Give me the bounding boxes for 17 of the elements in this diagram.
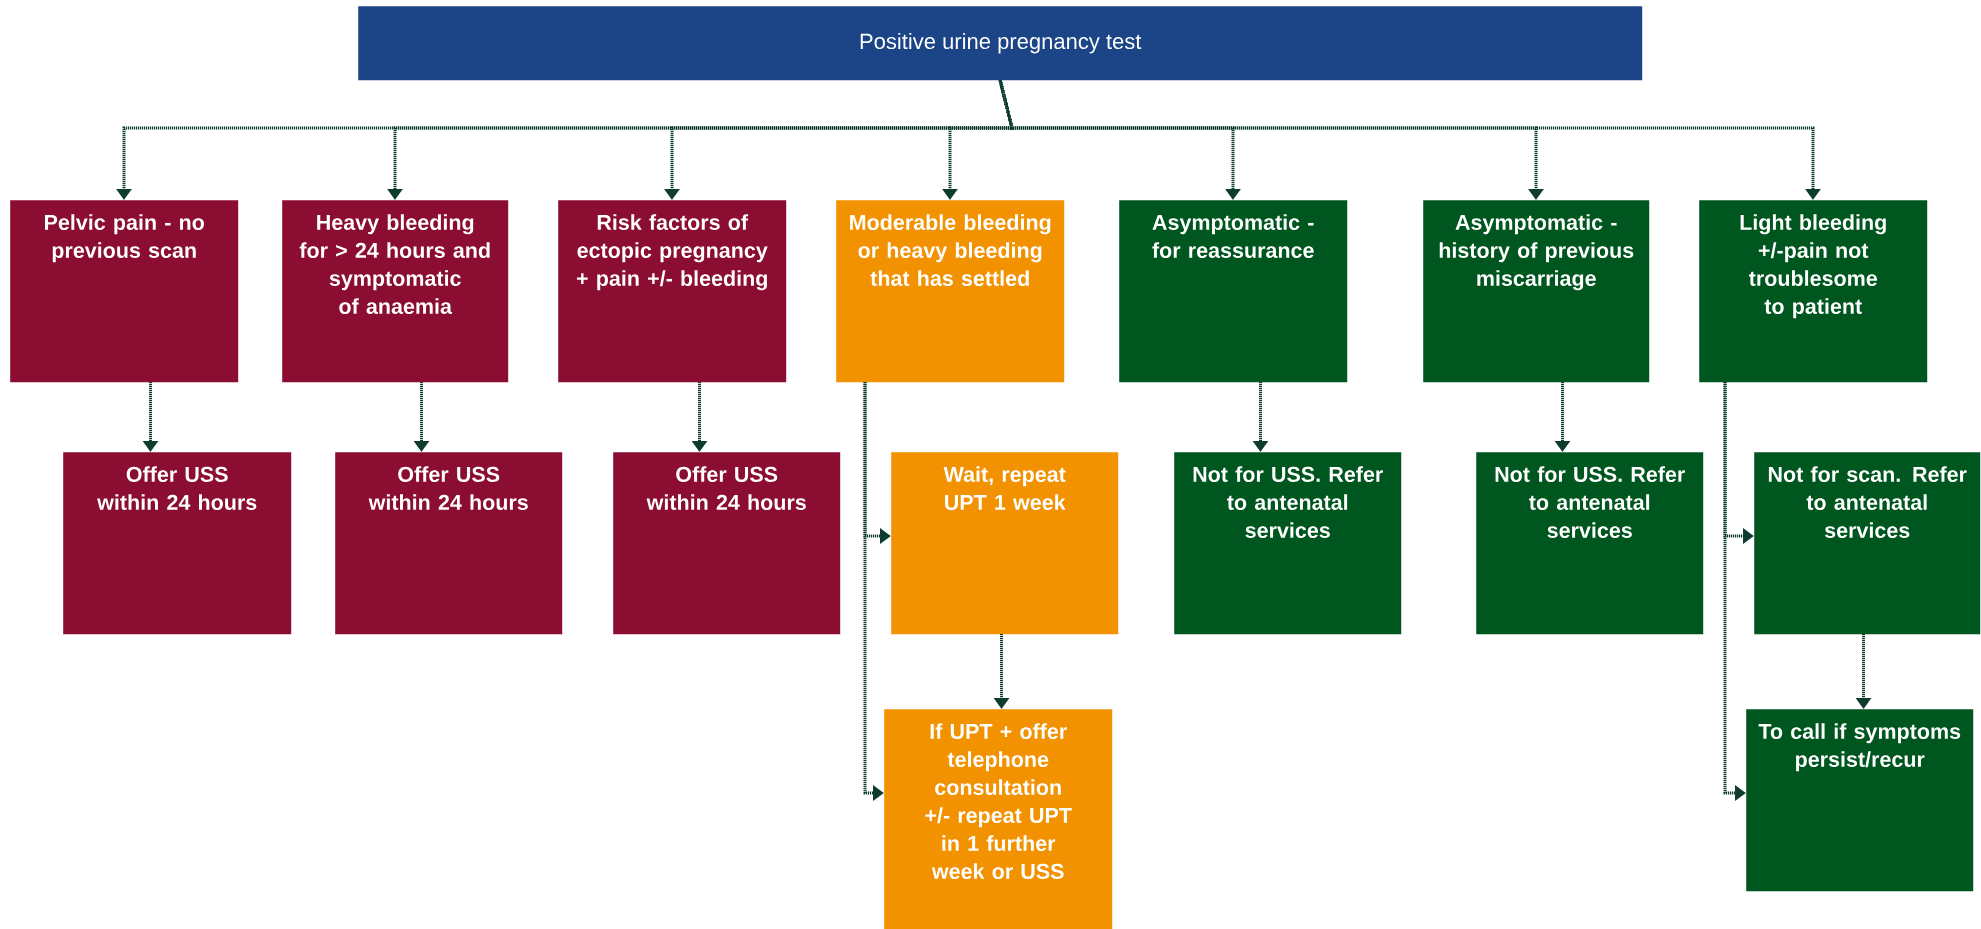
process-box: Heavy bleeding for > 24 hours and symptomatic of anaemia xyxy=(282,200,509,383)
process-box: Not for USS. Refer to antenatal services xyxy=(1476,452,1704,635)
process-box: Risk factors of ectopic pregnancy + pain +/- bleeding xyxy=(558,200,787,383)
process-box: Offer USS within 24 hours xyxy=(63,452,292,635)
process-box: Light bleeding +/-pain not troublesome to patient xyxy=(1699,200,1928,383)
title-box: Positive urine pregnancy test xyxy=(358,6,1643,81)
process-box: If UPT + offer telephone consultation +/- repeat UPT in 1 further week or USS xyxy=(884,709,1113,929)
process-box: Asymptomatic - history of previous miscarriage xyxy=(1423,200,1650,383)
process-box: Wait, repeat UPT 1 week xyxy=(891,452,1119,635)
process-box: Offer USS within 24 hours xyxy=(613,452,841,635)
process-box: Asymptomatic - for reassurance xyxy=(1119,200,1348,383)
process-box: Offer USS within 24 hours xyxy=(335,452,563,635)
process-box: Not for scan. Refer to antenatal services xyxy=(1754,452,1981,635)
process-box: Not for USS. Refer to antenatal services xyxy=(1174,452,1402,635)
process-box: Moderable bleeding or heavy bleeding that has settled xyxy=(836,200,1065,383)
process-box: To call if symptoms persist/recur xyxy=(1746,709,1974,892)
process-box: Pelvic pain - no previous scan xyxy=(10,200,239,383)
